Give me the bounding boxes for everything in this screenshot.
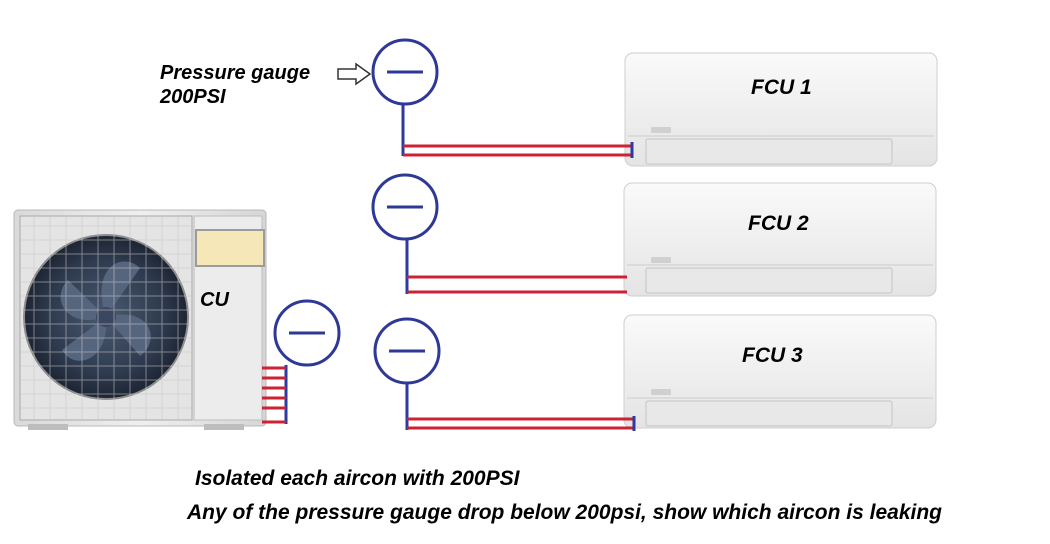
- condensing-unit: [13, 209, 267, 430]
- pressure-gauge-icon: [371, 173, 439, 241]
- fcu-label-3: FCU 3: [742, 344, 803, 367]
- gauge-label-line1: Pressure gauge: [160, 62, 311, 84]
- fcu-label-1: FCU 1: [751, 76, 812, 99]
- fcu-unit-1: [624, 52, 938, 167]
- cu-label: CU: [200, 289, 229, 311]
- refrigerant-pipes: [262, 105, 636, 431]
- fcu-label-2: FCU 2: [748, 212, 809, 235]
- fcu-unit-2: [623, 182, 937, 297]
- note-line-1: Isolated each aircon with 200PSI: [195, 467, 520, 490]
- pressure-gauge-icon: [273, 299, 341, 367]
- pressure-gauge-icon: [371, 38, 439, 106]
- gauge-label-line2: 200PSI: [160, 86, 226, 108]
- fcu-unit-3: [623, 314, 937, 429]
- note-line-2: Any of the pressure gauge drop below 200…: [187, 501, 943, 524]
- pressure-gauge-icon: [373, 317, 441, 385]
- arrow-right-outline-icon: [337, 62, 372, 86]
- fan-icon: [23, 234, 189, 400]
